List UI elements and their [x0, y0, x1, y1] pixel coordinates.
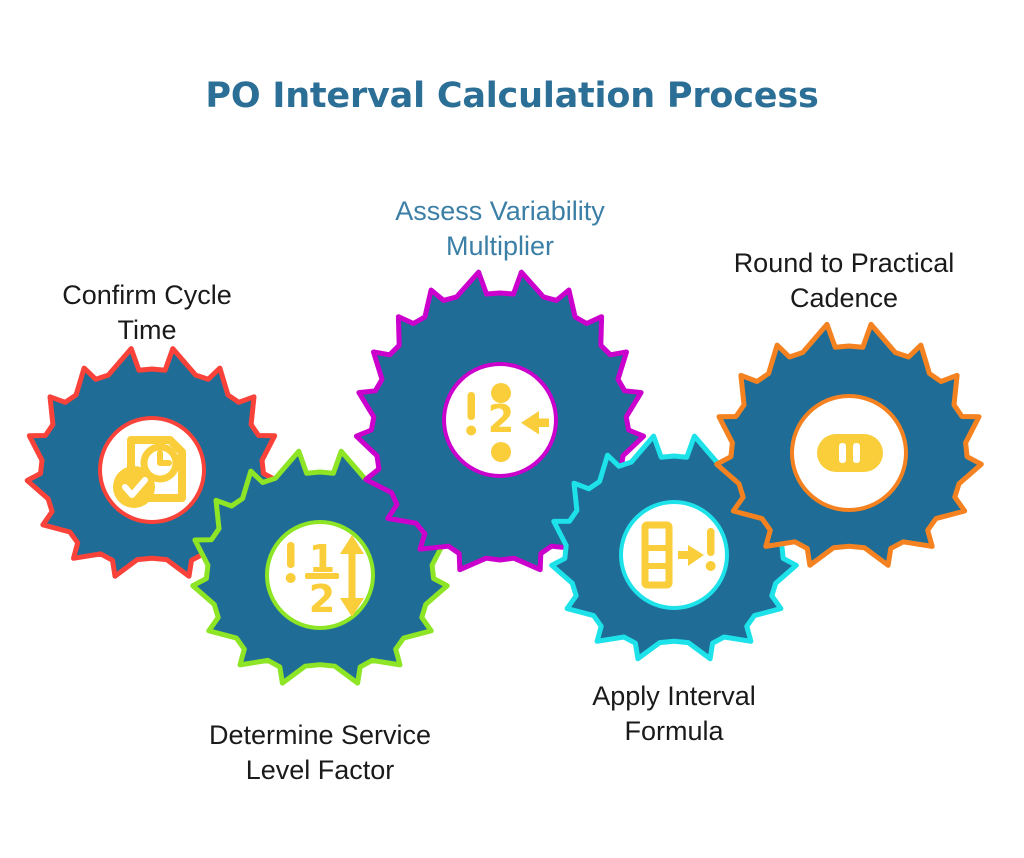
- svg-text:2: 2: [309, 577, 335, 621]
- gear-3-hub: [442, 362, 558, 478]
- gear-step-1[interactable]: [24, 346, 280, 579]
- gear-label-determine-service-level-factor: Determine Service Level Factor: [208, 720, 432, 785]
- document-clock-check-icon: [113, 436, 186, 508]
- gear-step-4[interactable]: [549, 433, 799, 662]
- bar-right-arrow-icon: [641, 521, 716, 589]
- gear-step-5[interactable]: [714, 321, 984, 568]
- divide-left-arrow-icon: 2: [466, 383, 549, 462]
- svg-text:2: 2: [488, 397, 514, 441]
- gear-label-assess-variability-multiplier: Assess Variability Multiplier: [395, 196, 605, 261]
- rounded-pause-pill-icon: [817, 434, 883, 472]
- gear-label-round-to-practical-cadence: Round to Practical Cadence: [733, 248, 955, 313]
- gear-label-apply-interval-formula: Apply Interval Formula: [592, 681, 756, 746]
- gear-step-3[interactable]: 2: [353, 269, 647, 573]
- page-title: PO Interval Calculation Process: [205, 76, 819, 116]
- gear-label-confirm-cycle-time: Confirm Cycle Time: [62, 280, 232, 345]
- fraction-updown-arrow-icon: 1 2: [285, 535, 364, 621]
